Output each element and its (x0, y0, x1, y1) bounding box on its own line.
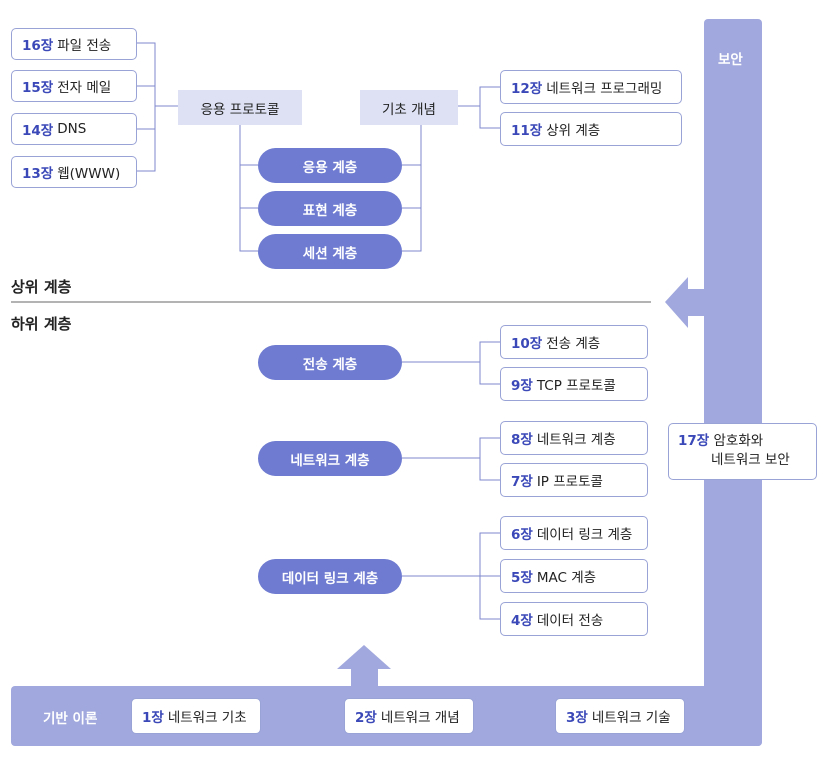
chapter-title: IP 프로토콜 (536, 474, 603, 490)
chapter-title: 파일 전송 (57, 38, 112, 54)
chapter-number: 16장 (22, 38, 54, 54)
chapter-number: 2장 (355, 710, 377, 726)
chapter-number: 6장 (511, 527, 533, 543)
chapter-number: 7장 (511, 474, 533, 490)
chapter-title: 전송 계층 (546, 336, 601, 352)
chapter-number: 17장 (678, 433, 710, 449)
chapter-title: 네트워크 프로그래밍 (546, 81, 663, 97)
transport-layer-pill: 전송 계층 (258, 345, 402, 380)
session-layer-pill: 세션 계층 (258, 234, 402, 269)
network-layer-pill: 네트워크 계층 (258, 441, 402, 476)
chapter-title: 전자 메일 (57, 80, 112, 96)
chapter-number: 1장 (142, 710, 164, 726)
chapter-17-card[interactable]: 17장 암호화와 네트워크 보안 (668, 423, 817, 480)
chapter-title: TCP 프로토콜 (536, 378, 616, 394)
presentation-layer-pill: 표현 계층 (258, 191, 402, 226)
lower-layer-heading: 하위 계층 (11, 315, 72, 333)
chapter-title: 네트워크 개념 (380, 710, 460, 726)
application-layer-pill: 응용 계층 (258, 148, 402, 183)
chapter-number: 13장 (22, 166, 54, 182)
chapter-number: 14장 (22, 123, 54, 139)
chapter-number: 8장 (511, 432, 533, 448)
foundation-label: 기반 이론 (43, 711, 98, 727)
basic-concept-box: 기초 개념 (360, 90, 458, 125)
upper-layer-heading: 상위 계층 (11, 278, 72, 296)
chapter-title-line2: 네트워크 보안 (711, 452, 790, 468)
chapter-title: DNS (57, 121, 87, 137)
chapter-title: 네트워크 기술 (591, 710, 671, 726)
chapter-number: 4장 (511, 613, 533, 629)
chapter-title: 네트워크 계층 (536, 432, 616, 448)
chapter-number: 11장 (511, 123, 543, 139)
data-link-layer-pill: 데이터 링크 계층 (258, 559, 402, 594)
foundation-arrow (337, 645, 391, 686)
app-protocol-box: 응용 프로토콜 (178, 90, 302, 125)
chapter-title: 암호화와 (713, 433, 764, 449)
chapter-title: 데이터 전송 (536, 613, 604, 629)
chapter-title: 데이터 링크 계층 (536, 527, 633, 543)
chapter-number: 3장 (566, 710, 588, 726)
chapter-number: 12장 (511, 81, 543, 97)
chapter-number: 5장 (511, 570, 533, 586)
chapter-title: 웹(WWW) (57, 166, 121, 182)
chapter-title: 네트워크 기초 (167, 710, 247, 726)
chapter-number: 9장 (511, 378, 533, 394)
chapter-number: 10장 (511, 336, 543, 352)
chapter-title: MAC 계층 (536, 570, 597, 586)
security-label: 보안 (718, 52, 743, 68)
chapter-title: 상위 계층 (546, 123, 601, 139)
security-arrow (665, 277, 704, 328)
security-band (704, 19, 762, 746)
chapter-number: 15장 (22, 80, 54, 96)
